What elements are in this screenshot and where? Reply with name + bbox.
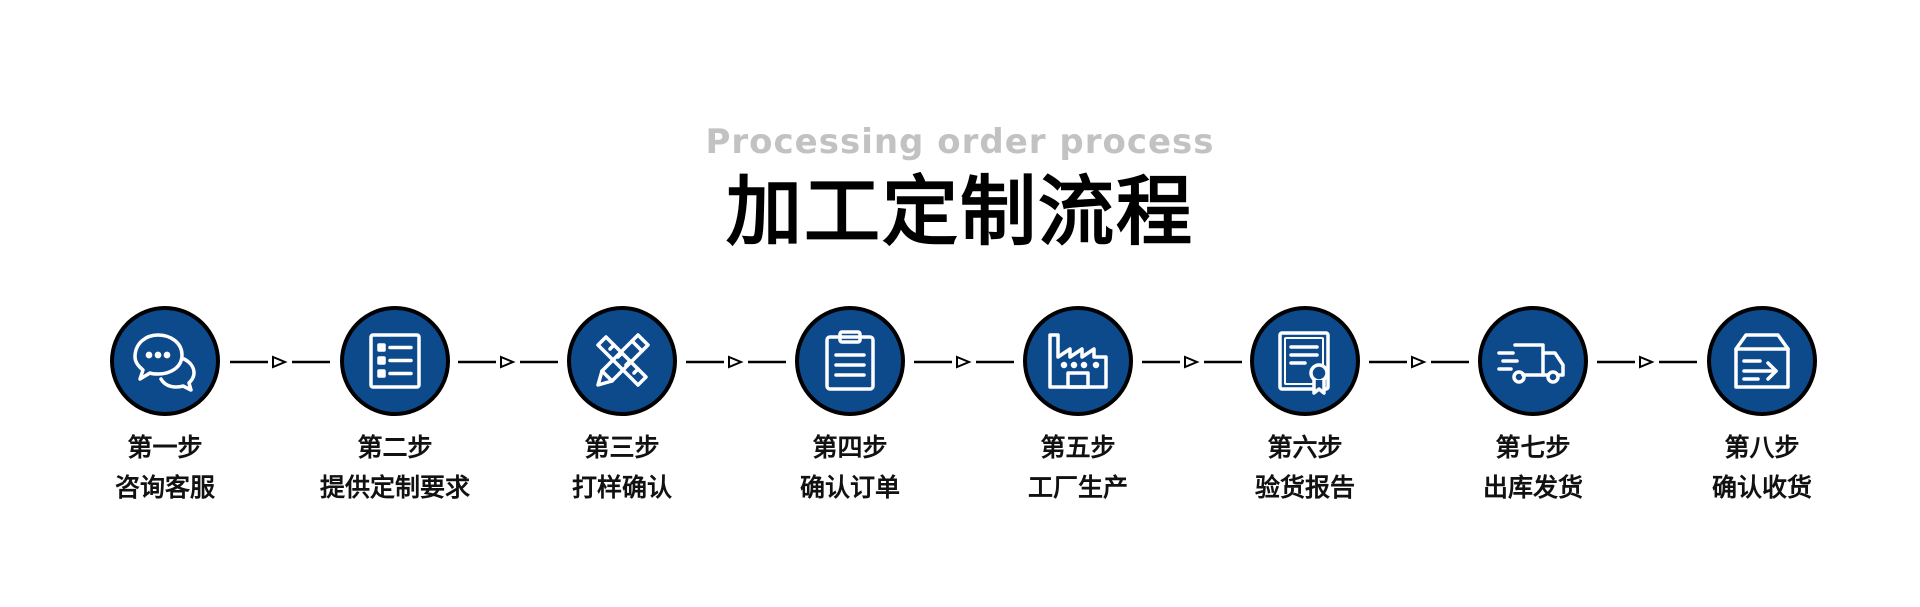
- step-6: 第六步 验货报告: [1195, 306, 1415, 504]
- page-title: 加工定制流程: [726, 167, 1194, 256]
- step-8-label: 确认收货: [1711, 473, 1812, 502]
- clipboard-icon: [825, 330, 875, 391]
- step-4-label: 确认订单: [799, 473, 900, 502]
- pencil-ruler-icon: [596, 333, 650, 387]
- step-4-number: 第四步: [812, 433, 888, 462]
- step-3-badge: [567, 306, 677, 416]
- connector-2-3: [458, 355, 558, 369]
- factory-icon: [1048, 333, 1108, 389]
- step-8-badge: [1707, 306, 1817, 416]
- step-7: 第七步 出库发货: [1423, 306, 1643, 504]
- arrow-connector-icon: [1142, 355, 1242, 369]
- step-7-badge: [1478, 306, 1588, 416]
- step-5-label: 工厂生产: [1027, 473, 1128, 502]
- step-2-badge: [340, 306, 450, 416]
- step-3-number: 第三步: [584, 433, 660, 462]
- delivery-truck-icon: [1497, 343, 1565, 384]
- step-1-number: 第一步: [127, 433, 203, 462]
- step-1-badge: [110, 306, 220, 416]
- arrow-connector-icon: [458, 355, 558, 369]
- arrow-connector-icon: [686, 355, 786, 369]
- arrow-connector-icon: [914, 355, 1014, 369]
- step-6-number: 第六步: [1267, 433, 1343, 462]
- step-7-label: 出库发货: [1482, 473, 1583, 502]
- step-8-number: 第八步: [1724, 433, 1800, 462]
- step-4-badge: [795, 306, 905, 416]
- connector-5-6: [1142, 355, 1242, 369]
- chat-bubbles-icon: [133, 333, 196, 392]
- step-2-label: 提供定制要求: [319, 473, 470, 502]
- certificate-icon: [1278, 331, 1330, 395]
- connector-4-5: [914, 355, 1014, 369]
- step-8: 第八步 确认收货: [1652, 306, 1872, 504]
- list-document-icon: [369, 333, 421, 389]
- step-2-number: 第二步: [357, 433, 433, 462]
- connector-1-2: [230, 355, 330, 369]
- step-6-label: 验货报告: [1254, 473, 1355, 502]
- arrow-connector-icon: [1369, 355, 1469, 369]
- arrow-connector-icon: [1597, 355, 1697, 369]
- step-4: 第四步 确认订单: [740, 306, 960, 504]
- connector-7-8: [1597, 355, 1697, 369]
- step-2: 第二步 提供定制要求: [285, 306, 505, 504]
- step-1-label: 咨询客服: [114, 473, 215, 502]
- step-7-number: 第七步: [1495, 433, 1571, 462]
- connector-6-7: [1369, 355, 1469, 369]
- step-5-badge: [1023, 306, 1133, 416]
- subtitle: Processing order process: [705, 122, 1215, 162]
- step-1: 第一步 咨询客服: [55, 306, 275, 504]
- arrow-connector-icon: [230, 355, 330, 369]
- step-6-badge: [1250, 306, 1360, 416]
- step-3-label: 打样确认: [571, 473, 672, 502]
- connector-3-4: [686, 355, 786, 369]
- step-5-number: 第五步: [1040, 433, 1116, 462]
- received-box-icon: [1734, 333, 1790, 389]
- step-5: 第五步 工厂生产: [968, 306, 1188, 504]
- step-3: 第三步 打样确认: [512, 306, 732, 504]
